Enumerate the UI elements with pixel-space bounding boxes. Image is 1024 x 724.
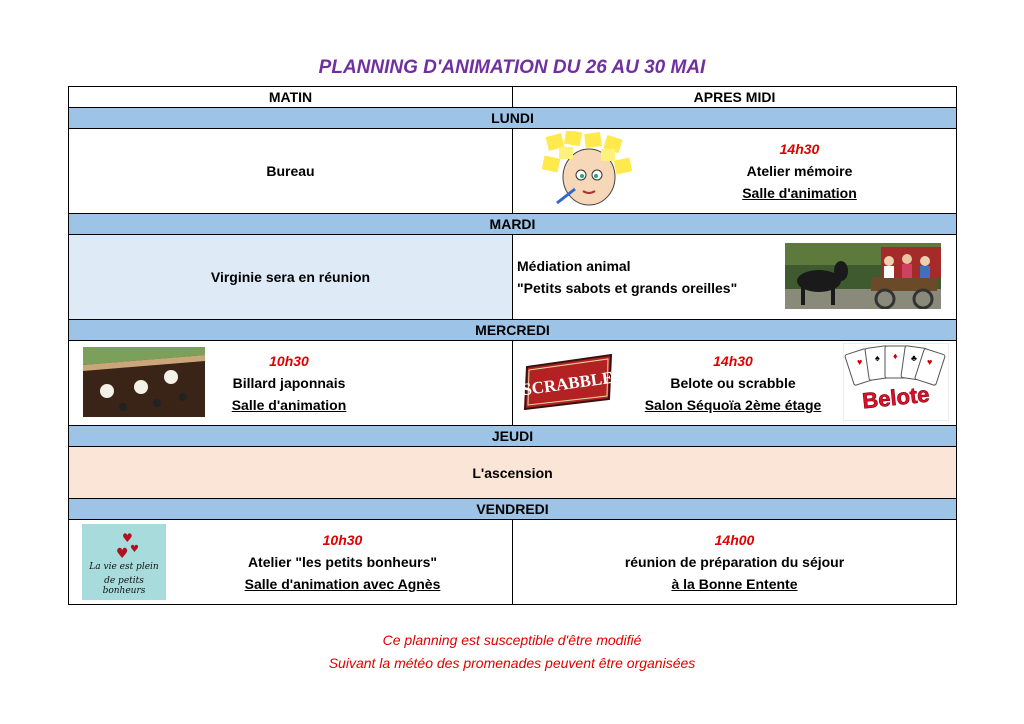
- jeudi-text: L'ascension: [472, 464, 553, 481]
- mercredi-morning-time: 10h30: [269, 353, 309, 369]
- mardi-morning-cell: Virginie sera en réunion: [68, 234, 513, 320]
- day-band-vendredi: VENDREDI: [68, 498, 957, 520]
- planning-table: MATIN APRES MIDI LUNDI Bureau: [68, 86, 957, 605]
- svg-text:♥: ♥: [857, 357, 862, 367]
- mercredi-afternoon-location: Salon Séquoïa 2ème étage: [644, 397, 822, 413]
- lundi-morning-text: Bureau: [266, 163, 315, 179]
- svg-text:♥: ♥: [927, 357, 932, 367]
- vendredi-afternoon-activity: réunion de préparation du séjour: [624, 554, 845, 570]
- vendredi-afternoon-time: 14h00: [714, 532, 755, 548]
- svg-text:♠: ♠: [875, 353, 880, 363]
- mardi-afternoon-line2: "Petits sabots et grands oreilles": [517, 280, 738, 296]
- mardi-morning-text: Virginie sera en réunion: [210, 269, 371, 285]
- row-vendredi: ♥ ♥ ♥ La vie est plein de petits bonheur…: [68, 519, 957, 605]
- mercredi-morning-location: Salle d'animation: [231, 397, 347, 413]
- row-jeudi: L'ascension: [68, 446, 957, 499]
- footer-note-2: Suivant la météo des promenades peuvent …: [328, 655, 696, 671]
- mardi-afternoon-line1: Médiation animal: [517, 258, 631, 274]
- belote-cards: ♥ ♠ ♦ ♣ ♥ Belote: [843, 343, 949, 421]
- petits-bonheurs-line2: de petits bonheurs: [102, 576, 146, 596]
- day-label-lundi: LUNDI: [68, 107, 957, 129]
- vendredi-afternoon-cell: 14h00 réunion de préparation du séjour à…: [512, 519, 957, 605]
- svg-text:♣: ♣: [911, 353, 917, 363]
- day-band-mercredi: MERCREDI: [68, 319, 957, 341]
- pony-cart-photo: [785, 243, 941, 309]
- lundi-afternoon-time: 14h30: [779, 141, 820, 157]
- svg-text:♥: ♥: [116, 546, 129, 562]
- row-mercredi: 10h30 Billard japonnais Salle d'animatio…: [68, 340, 957, 426]
- lundi-afternoon-location: Salle d'animation: [742, 185, 857, 201]
- mardi-afternoon-cell: Médiation animal "Petits sabots et grand…: [512, 234, 957, 320]
- vendredi-afternoon-location: à la Bonne Entente: [671, 576, 798, 592]
- header-morning: MATIN: [68, 86, 513, 108]
- svg-text:♥: ♥: [130, 544, 139, 555]
- lundi-afternoon-activity: Atelier mémoire: [746, 163, 853, 179]
- vendredi-morning-location: Salle d'animation avec Agnès: [244, 576, 441, 592]
- lundi-morning-cell: Bureau: [68, 128, 513, 214]
- lundi-afternoon-cell: 14h30 Atelier mémoire Salle d'animation: [512, 128, 957, 214]
- day-band-lundi: LUNDI: [68, 107, 957, 129]
- footer-note-1: Ce planning est susceptible d'être modif…: [382, 632, 642, 648]
- vendredi-morning-time: 10h30: [322, 532, 363, 548]
- mercredi-afternoon-cell: SCRABBLE 14h30 Belote ou scrabble Salon …: [512, 340, 957, 426]
- day-label-jeudi: JEUDI: [68, 425, 957, 447]
- vendredi-morning-activity: Atelier "les petits bonheurs": [247, 554, 438, 570]
- mercredi-afternoon-activity: Belote ou scrabble: [670, 375, 796, 391]
- mercredi-morning-activity: Billard japonnais: [232, 375, 346, 391]
- day-band-jeudi: JEUDI: [68, 425, 957, 447]
- page-title: PLANNING D'ANIMATION DU 26 AU 30 MAI: [318, 57, 706, 78]
- svg-text:♦: ♦: [893, 351, 898, 361]
- jeudi-cell: L'ascension: [68, 446, 957, 499]
- row-mardi: Virginie sera en réunion Médiation anima…: [68, 234, 957, 320]
- header-row: MATIN APRES MIDI: [68, 86, 957, 108]
- petits-bonheurs-card: ♥ ♥ ♥ La vie est plein de petits bonheur…: [82, 524, 166, 600]
- mercredi-afternoon-time: 14h30: [713, 353, 753, 369]
- row-lundi: Bureau: [68, 128, 957, 214]
- day-label-mercredi: MERCREDI: [68, 319, 957, 341]
- petits-bonheurs-line1: La vie est plein: [89, 562, 159, 572]
- svg-text:♥: ♥: [122, 531, 133, 545]
- day-label-mardi: MARDI: [68, 213, 957, 235]
- memory-cartoon-illustration: [539, 131, 635, 209]
- day-band-mardi: MARDI: [68, 213, 957, 235]
- header-afternoon: APRES MIDI: [512, 86, 957, 108]
- japanese-billiard-photo: [83, 347, 205, 417]
- scrabble-logo: SCRABBLE: [521, 349, 615, 415]
- day-label-vendredi: VENDREDI: [68, 498, 957, 520]
- vendredi-morning-cell: ♥ ♥ ♥ La vie est plein de petits bonheur…: [68, 519, 513, 605]
- mercredi-morning-cell: 10h30 Billard japonnais Salle d'animatio…: [68, 340, 513, 426]
